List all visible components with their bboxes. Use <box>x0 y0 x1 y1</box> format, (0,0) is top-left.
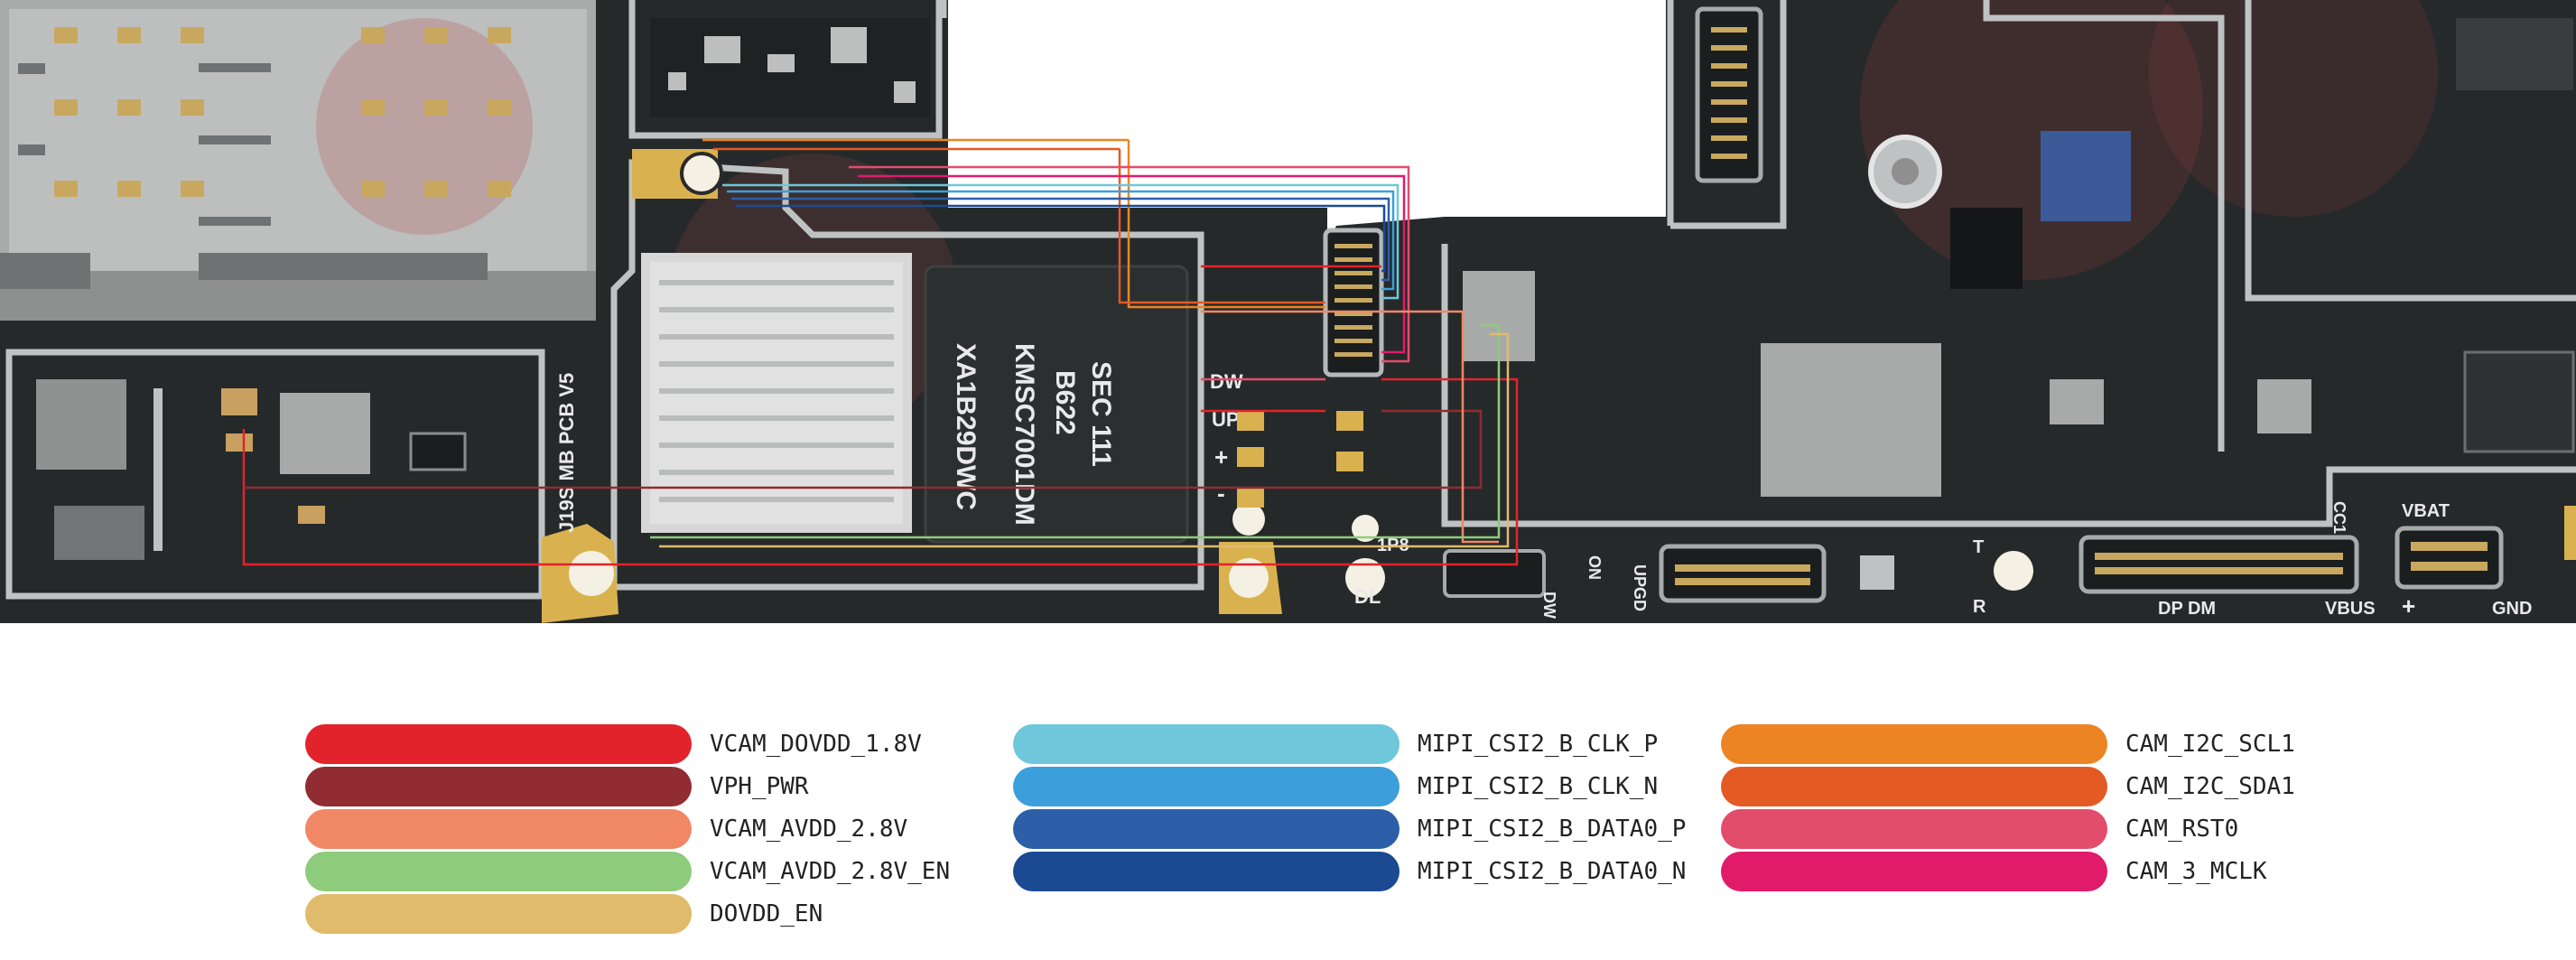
svg-text:DL: DL <box>1354 585 1381 608</box>
legend-label: VPH_PWR <box>710 773 809 800</box>
camera-connector <box>1323 228 1384 377</box>
trace-vph-pwr <box>244 409 1483 489</box>
svg-text:B622: B622 <box>1050 370 1080 435</box>
svg-text:ON: ON <box>1586 555 1604 580</box>
soc-bga <box>641 253 912 533</box>
trace-mipi-data0-p <box>731 197 1390 282</box>
legend-label: CAM_I2C_SDA1 <box>2125 773 2295 800</box>
legend-label: VCAM_AVDD_2.8V_EN <box>710 858 951 885</box>
legend-color-swatch <box>305 809 692 849</box>
trace-vcam-dovdd-1v8 <box>242 377 1519 566</box>
svg-text:SEC 111: SEC 111 <box>1086 361 1116 467</box>
right-board: 1P8 DL DW ON UPGD T R CC1 DP DM VBUS + V… <box>1327 0 2576 623</box>
connector-battery <box>2395 526 2504 590</box>
legend-color-swatch <box>1013 852 1400 891</box>
svg-text:GND: GND <box>2492 599 2532 619</box>
legend-label: MIPI_CSI2_B_DATA0_P <box>1418 816 1687 843</box>
trace-mipi-data0-n <box>736 204 1386 273</box>
blue-chip <box>2041 131 2131 221</box>
connector-usb <box>2078 535 2359 594</box>
svg-text:R: R <box>1973 597 1986 617</box>
legend-color-swatch <box>1013 809 1400 849</box>
svg-text:KMSC7001DM: KMSC7001DM <box>1009 343 1039 526</box>
trace-dovdd-en <box>659 332 1510 548</box>
svg-text:-: - <box>1217 480 1225 507</box>
legend-color-swatch <box>1721 724 2107 764</box>
legend-color-swatch <box>305 724 692 764</box>
legend-color-swatch <box>305 767 692 806</box>
legend-label: DOVDD_EN <box>710 900 823 927</box>
trace-cam-i2c-scl1 <box>1127 140 1325 309</box>
legend-label: MIPI_CSI2_B_CLK_N <box>1418 773 1659 800</box>
svg-text:UPGD: UPGD <box>1631 564 1649 611</box>
svg-text:VBAT: VBAT <box>2402 501 2450 521</box>
trace-vcam-avdd-2v8-en <box>650 323 1501 539</box>
svg-text:CC1: CC1 <box>2330 501 2348 534</box>
emmc-chip: SEC 111 B622 KMSC7001DM XA1B29DWC <box>924 265 1189 544</box>
trace-cam-i2c-sda1 <box>1118 149 1325 304</box>
svg-text:DP DM: DP DM <box>2158 599 2216 619</box>
signal-traces <box>242 138 1519 566</box>
svg-text:T: T <box>1973 537 1984 557</box>
svg-text:DW: DW <box>1540 592 1558 619</box>
svg-text:XA1B29DWC: XA1B29DWC <box>951 343 981 510</box>
legend-color-swatch <box>305 894 692 934</box>
legend-label: VCAM_AVDD_2.8V <box>710 816 908 843</box>
legend-label: MIPI_CSI2_B_DATA0_N <box>1418 858 1687 885</box>
legend-label: VCAM_DOVDD_1.8V <box>710 731 922 758</box>
trace-cam-rst0 <box>849 165 1410 363</box>
legend-color-swatch <box>305 852 692 891</box>
legend-color-swatch <box>1013 767 1400 806</box>
connector-bottom-1 <box>1659 544 1827 603</box>
trace-mipi-clk-n <box>727 190 1395 291</box>
legend-color-swatch <box>1721 852 2107 891</box>
svg-text:J19S MB PCB V5: J19S MB PCB V5 <box>555 373 578 533</box>
svg-text:VBUS: VBUS <box>2325 599 2376 619</box>
legend-label: CAM_I2C_SCL1 <box>2125 731 2295 758</box>
svg-text:+: + <box>2402 592 2415 620</box>
legend-color-swatch <box>1721 809 2107 849</box>
svg-text:DW: DW <box>1210 370 1243 393</box>
legend-label: CAM_3_MCLK <box>2125 858 2267 885</box>
trace-cam-3-mclk <box>858 174 1406 354</box>
pcb-board-photo: SEC 111 B622 KMSC7001DM XA1B29DWC J19S M… <box>0 0 2576 623</box>
left-board: SEC 111 B622 KMSC7001DM XA1B29DWC J19S M… <box>0 0 1327 623</box>
signal-legend: VCAM_DOVDD_1.8V VPH_PWR VCAM_AVDD_2.8V VCAM… <box>0 713 2576 948</box>
legend-label: MIPI_CSI2_B_CLK_P <box>1418 731 1659 758</box>
legend-color-swatch <box>1013 724 1400 764</box>
legend-label: CAM_RST0 <box>2125 816 2239 843</box>
trace-mipi-clk-p <box>722 183 1400 300</box>
svg-text:+: + <box>1214 443 1228 471</box>
legend-color-swatch <box>1721 767 2107 806</box>
trace-vcam-avdd-2v8 <box>1201 310 1499 544</box>
